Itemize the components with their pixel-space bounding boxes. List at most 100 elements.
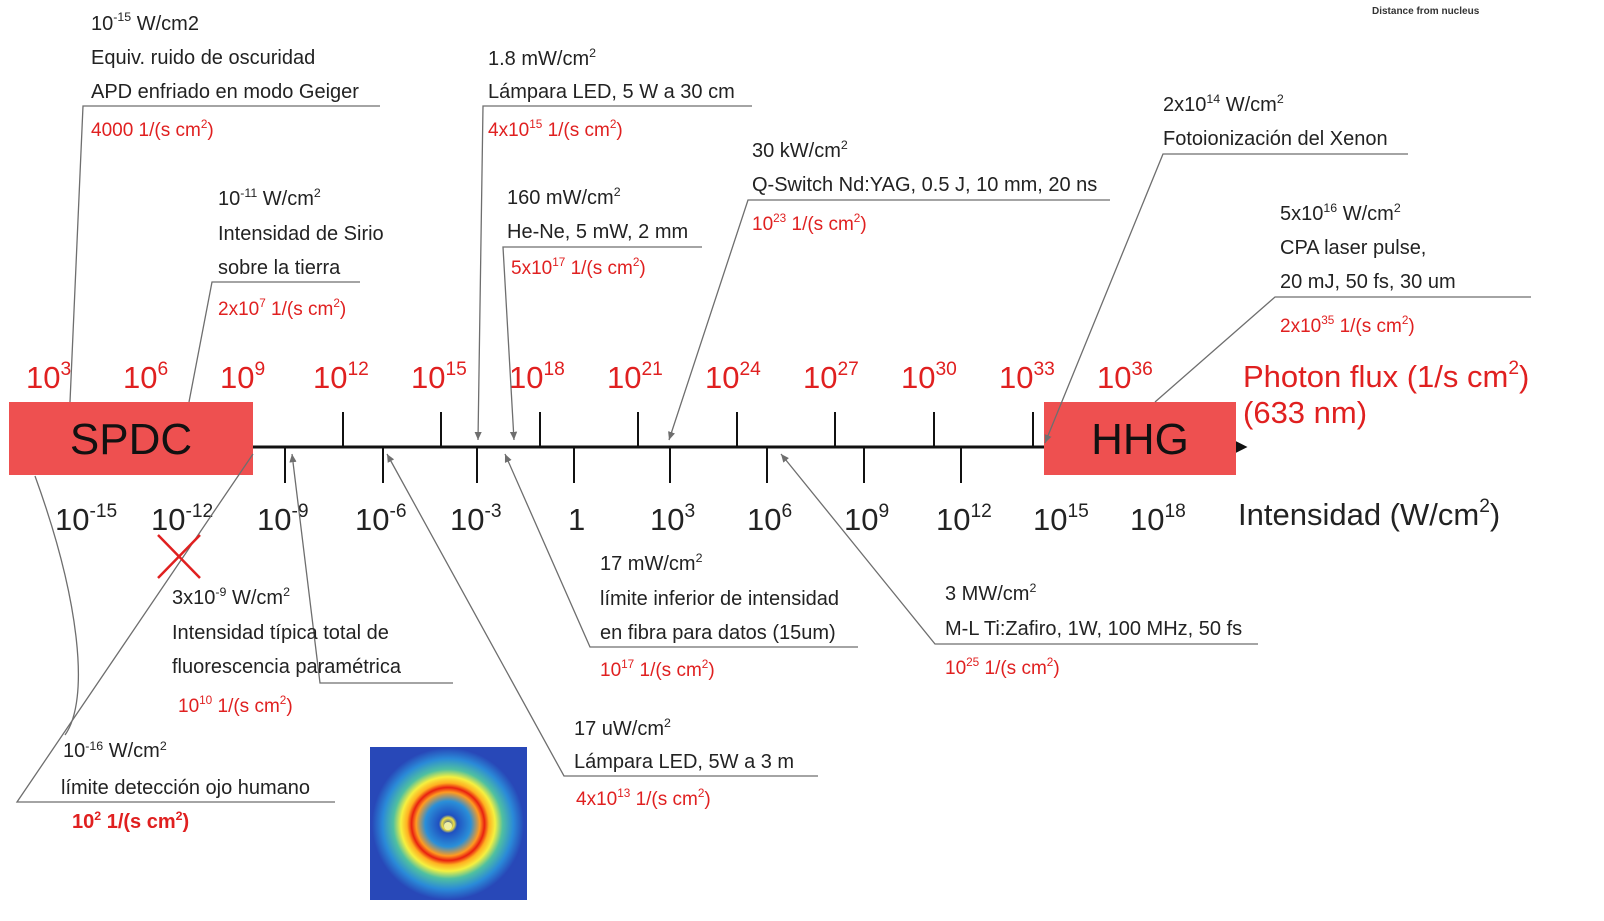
fibra-intensity: 17 mW/cm2 [600,551,703,575]
flux-tick-label: 109 [220,359,265,395]
apd-intensity: 10-15 W/cm2 [91,10,199,35]
intensity-tick-label: 1018 [1130,501,1186,537]
apd-flux: 4000 1/(s cm2) [91,118,214,141]
wavelength-label: (633 nm) [1243,395,1367,430]
flux-tick-label: 1015 [411,359,467,395]
cpa-flux: 2x1035 1/(s cm2) [1280,314,1415,337]
spdc-box [9,402,253,475]
intensity-tick-labels: 10-15 10-12 10-9 10-6 10-3 1 103 106 109… [55,501,1186,537]
hhg-label: HHG [1091,415,1189,464]
intensity-tick-label: 10-3 [450,501,502,537]
leader-led30 [474,105,752,441]
fluor-flux: 1010 1/(s cm2) [178,694,293,717]
flux-tick-label: 106 [123,359,168,395]
leader-led3m [386,453,818,777]
flux-tick-label: 1021 [607,359,663,395]
lower-ticks [284,447,962,483]
intensity-tick-label: 103 [650,501,695,537]
mlti-flux: 1025 1/(s cm2) [945,656,1060,679]
leader-qswitch [668,199,1110,441]
annotation-led-30cm: 1.8 mW/cm2 Lámpara LED, 5 W a 30 cm 4x10… [488,46,735,141]
hhg-region: HHG [1044,402,1236,475]
intensity-tick-label: 10-15 [55,501,117,537]
leader-ojo [15,453,335,803]
led3m-line1: Lámpara LED, 5W a 3 m [574,751,794,773]
flux-tick-label: 1036 [1097,359,1153,395]
flux-tick-label: 1027 [803,359,859,395]
hene-flux: 5x1017 1/(s cm2) [511,256,646,279]
leader-apd [69,105,380,403]
led30-line1: Lámpara LED, 5 W a 30 cm [488,81,735,103]
intensity-tick-label: 109 [844,501,889,537]
sirio-flux: 2x107 1/(s cm2) [218,297,346,320]
fluor-line1: Intensidad típica total de [172,622,389,644]
annotation-human-eye: 10-16 W/cm2 límite detección ojo humano … [61,739,310,833]
annotation-led-3m: 17 uW/cm2 Lámpara LED, 5W a 3 m 4x1013 1… [574,716,794,810]
annotation-sirio: 10-11 W/cm2 Intensidad de Sirio sobre la… [218,186,384,320]
mlti-line1: M-L Ti:Zafiro, 1W, 100 MHz, 50 fs [945,618,1242,640]
cpa-line2: 20 mJ, 50 fs, 30 um [1280,271,1456,293]
leader-cpa [1154,296,1531,403]
intensity-tick-label: 106 [747,501,792,537]
flux-tick-label: 1033 [999,359,1055,395]
annotation-hene: 160 mW/cm2 He-Ne, 5 mW, 2 mm 5x1017 1/(s… [507,185,688,279]
leader-fibra [504,453,858,648]
upper-leaders [69,105,1531,444]
intensity-tick-label: 10-6 [355,501,407,537]
cpa-intensity: 5x1016 W/cm2 [1280,201,1401,225]
intensity-tick-label: 1012 [936,501,992,537]
annotation-cpa: 5x1016 W/cm2 CPA laser pulse, 20 mJ, 50 … [1280,201,1456,337]
mlti-intensity: 3 MW/cm2 [945,581,1036,605]
sirio-line2: sobre la tierra [218,257,341,279]
xenon-intensity: 2x1014 W/cm2 [1163,92,1284,116]
fibra-line1: límite inferior de intensidad [600,588,839,610]
fibra-flux: 1017 1/(s cm2) [600,658,715,681]
intensity-tick-label: 1 [568,502,585,537]
fluor-line2: fluorescencia paramétrica [172,656,402,678]
apd-line1: Equiv. ruido de oscuridad [91,47,315,69]
hhg-box [1044,402,1236,475]
annotation-fluorescence: 3x10-9 W/cm2 Intensidad típica total de … [172,585,402,717]
annotation-fiber: 17 mW/cm2 límite inferior de intensidad … [600,551,839,681]
led30-flux: 4x1015 1/(s cm2) [488,118,623,141]
qswitch-flux: 1023 1/(s cm2) [752,212,867,235]
header-note: Distance from nucleus [1372,6,1480,17]
cpa-line1: CPA laser pulse, [1280,237,1426,259]
flux-tick-label: 103 [26,359,71,395]
flux-tick-label: 1030 [901,359,957,395]
spdc-label: SPDC [70,415,192,464]
fibra-line2: en fibra para datos (15um) [600,622,836,644]
intensity-axis-title: Intensidad (W/cm2) [1238,496,1500,532]
apd-line2: APD enfriado en modo Geiger [91,81,359,103]
flux-tick-label: 1024 [705,359,761,395]
photon-flux-tick-labels: 103 106 109 1012 1015 1018 1021 1024 102… [26,359,1153,395]
fluor-intensity: 3x10-9 W/cm2 [172,585,290,609]
led3m-intensity: 17 uW/cm2 [574,716,671,740]
spdc-region: SPDC [9,402,253,475]
lower-leaders [15,453,1258,803]
upper-ticks [342,412,1034,447]
led30-intensity: 1.8 mW/cm2 [488,46,596,70]
hene-line1: He-Ne, 5 mW, 2 mm [507,221,688,243]
led3m-flux: 4x1013 1/(s cm2) [576,787,711,810]
annotation-qswitch: 30 kW/cm2 Q-Switch Nd:YAG, 0.5 J, 10 mm,… [752,138,1097,235]
cross-mark-icon [157,534,201,579]
hene-intensity: 160 mW/cm2 [507,185,621,209]
flux-tick-label: 1018 [509,359,565,395]
flux-tick-label: 1012 [313,359,369,395]
leader-fluor [289,453,453,684]
leader-mlti [780,453,1258,645]
leader-sirio [188,281,360,403]
intensity-tick-label: 10-12 [151,501,213,537]
annotation-xenon: 2x1014 W/cm2 Fotoionización del Xenon [1163,92,1388,150]
annotation-ti-sapphire: 3 MW/cm2 M-L Ti:Zafiro, 1W, 100 MHz, 50 … [945,581,1242,679]
qswitch-intensity: 30 kW/cm2 [752,138,848,162]
photon-flux-axis-title: Photon flux (1/s cm2) [1243,358,1529,394]
leader-hene [502,246,702,441]
intensity-tick-label: 10-9 [257,501,309,537]
sirio-intensity: 10-11 W/cm2 [218,186,321,210]
fluorescence-ring-image [370,747,527,900]
qswitch-line1: Q-Switch Nd:YAG, 0.5 J, 10 mm, 20 ns [752,174,1097,196]
leader-xenon [1044,153,1408,444]
